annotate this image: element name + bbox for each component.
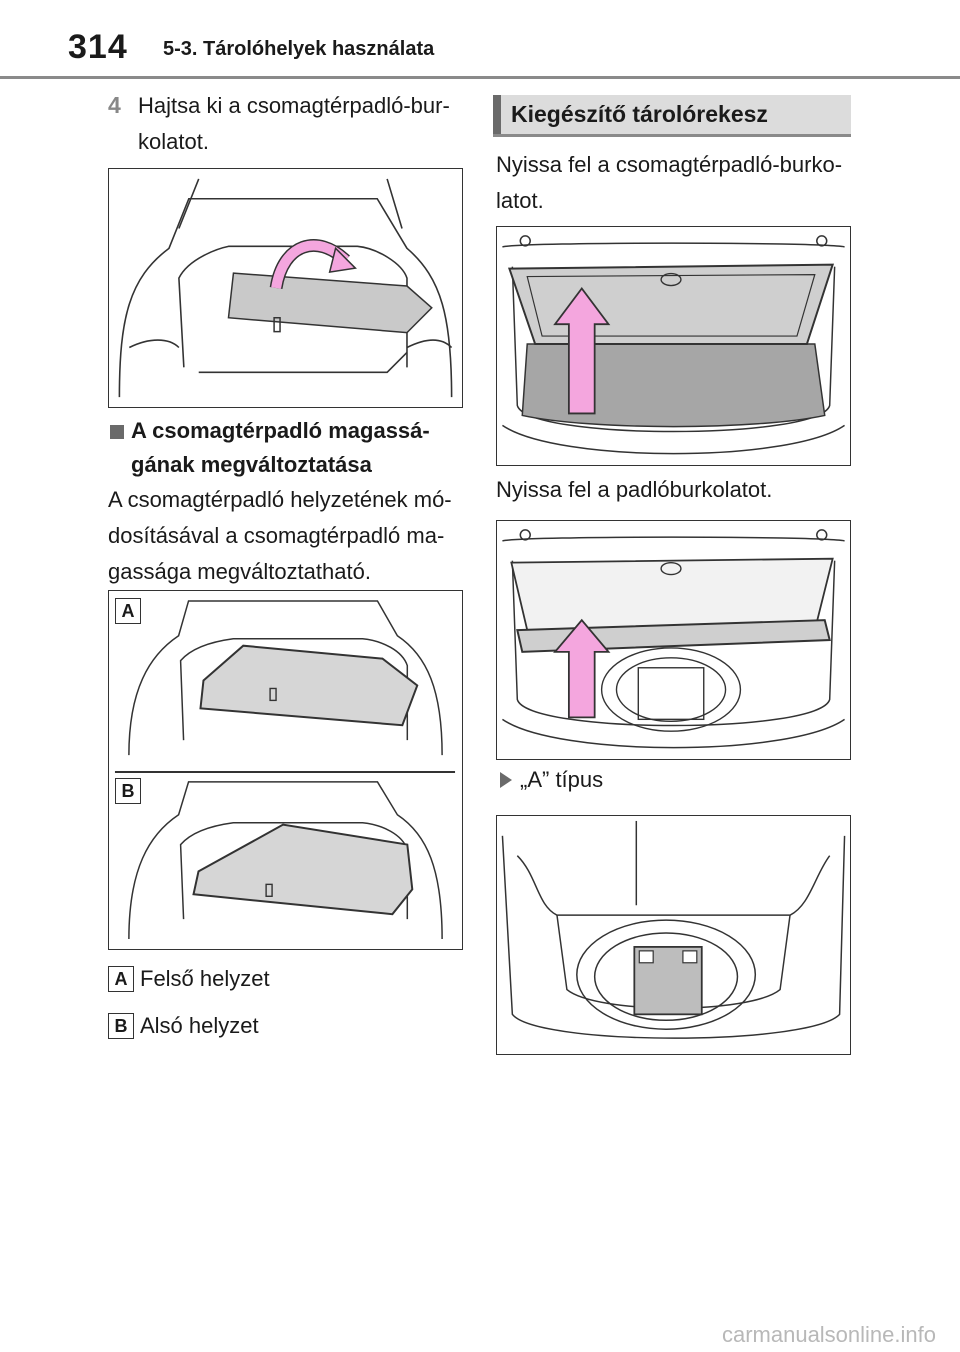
figure-open-cover (496, 226, 851, 466)
trunk-illustration-storage (501, 820, 846, 1039)
figure-label-a: A (115, 598, 141, 624)
right-para2: Nyissa fel a padlóburkolatot. (496, 477, 773, 502)
section-title: 5-3. Tárolóhelyek használata (163, 38, 435, 60)
subheading-line2: gának megváltoztatása (131, 452, 372, 477)
trunk-illustration-open-floor (502, 529, 845, 749)
section-header-bar (493, 95, 501, 134)
paragraph-line2: dosításával a csomagtérpadló ma- (108, 523, 445, 548)
figure-open-floor (496, 520, 851, 760)
watermark: carmanualsonline.info (721, 1322, 936, 1347)
figure-storage-compartment (496, 815, 851, 1055)
figure-unfold-cover (108, 168, 463, 408)
right-para1-line2: latot. (496, 188, 544, 213)
type-bullet-icon (500, 772, 512, 788)
trunk-illustration-1 (118, 178, 453, 398)
legend-key-b: B (108, 1013, 134, 1039)
section-header-text: Kiegészítő tárolórekesz (511, 101, 768, 127)
page-header: 314 5-3. Tárolóhelyek használata (0, 0, 960, 80)
legend-key-a: A (108, 966, 134, 992)
right-para1-line1: Nyissa fel a csomagtérpadló-burko- (496, 152, 843, 177)
subheading-bullet (110, 425, 124, 439)
subheading-line1: A csomagtérpadló magassá- (131, 418, 430, 443)
section-header: Kiegészítő tárolórekesz (493, 95, 851, 137)
trunk-illustration-positions (114, 600, 456, 940)
header-rule (0, 76, 960, 79)
figure-floor-positions (108, 590, 463, 950)
legend-text-b: Alsó helyzet (140, 1013, 259, 1038)
type-label: „A” típus (520, 767, 604, 792)
paragraph-line1: A csomagtérpadló helyzetének mó- (108, 487, 452, 512)
legend-text-a: Felső helyzet (140, 966, 270, 991)
figure-label-b: B (115, 778, 141, 804)
paragraph-line3: gassága megváltoztatható. (108, 559, 371, 584)
trunk-illustration-open-cover (502, 235, 845, 455)
step-text-line2: kolatot. (138, 129, 209, 154)
step-text-line1: Hajtsa ki a csomagtérpadló-bur- (138, 93, 450, 118)
step-number: 4 (108, 92, 121, 118)
page-number: 314 (68, 28, 128, 66)
